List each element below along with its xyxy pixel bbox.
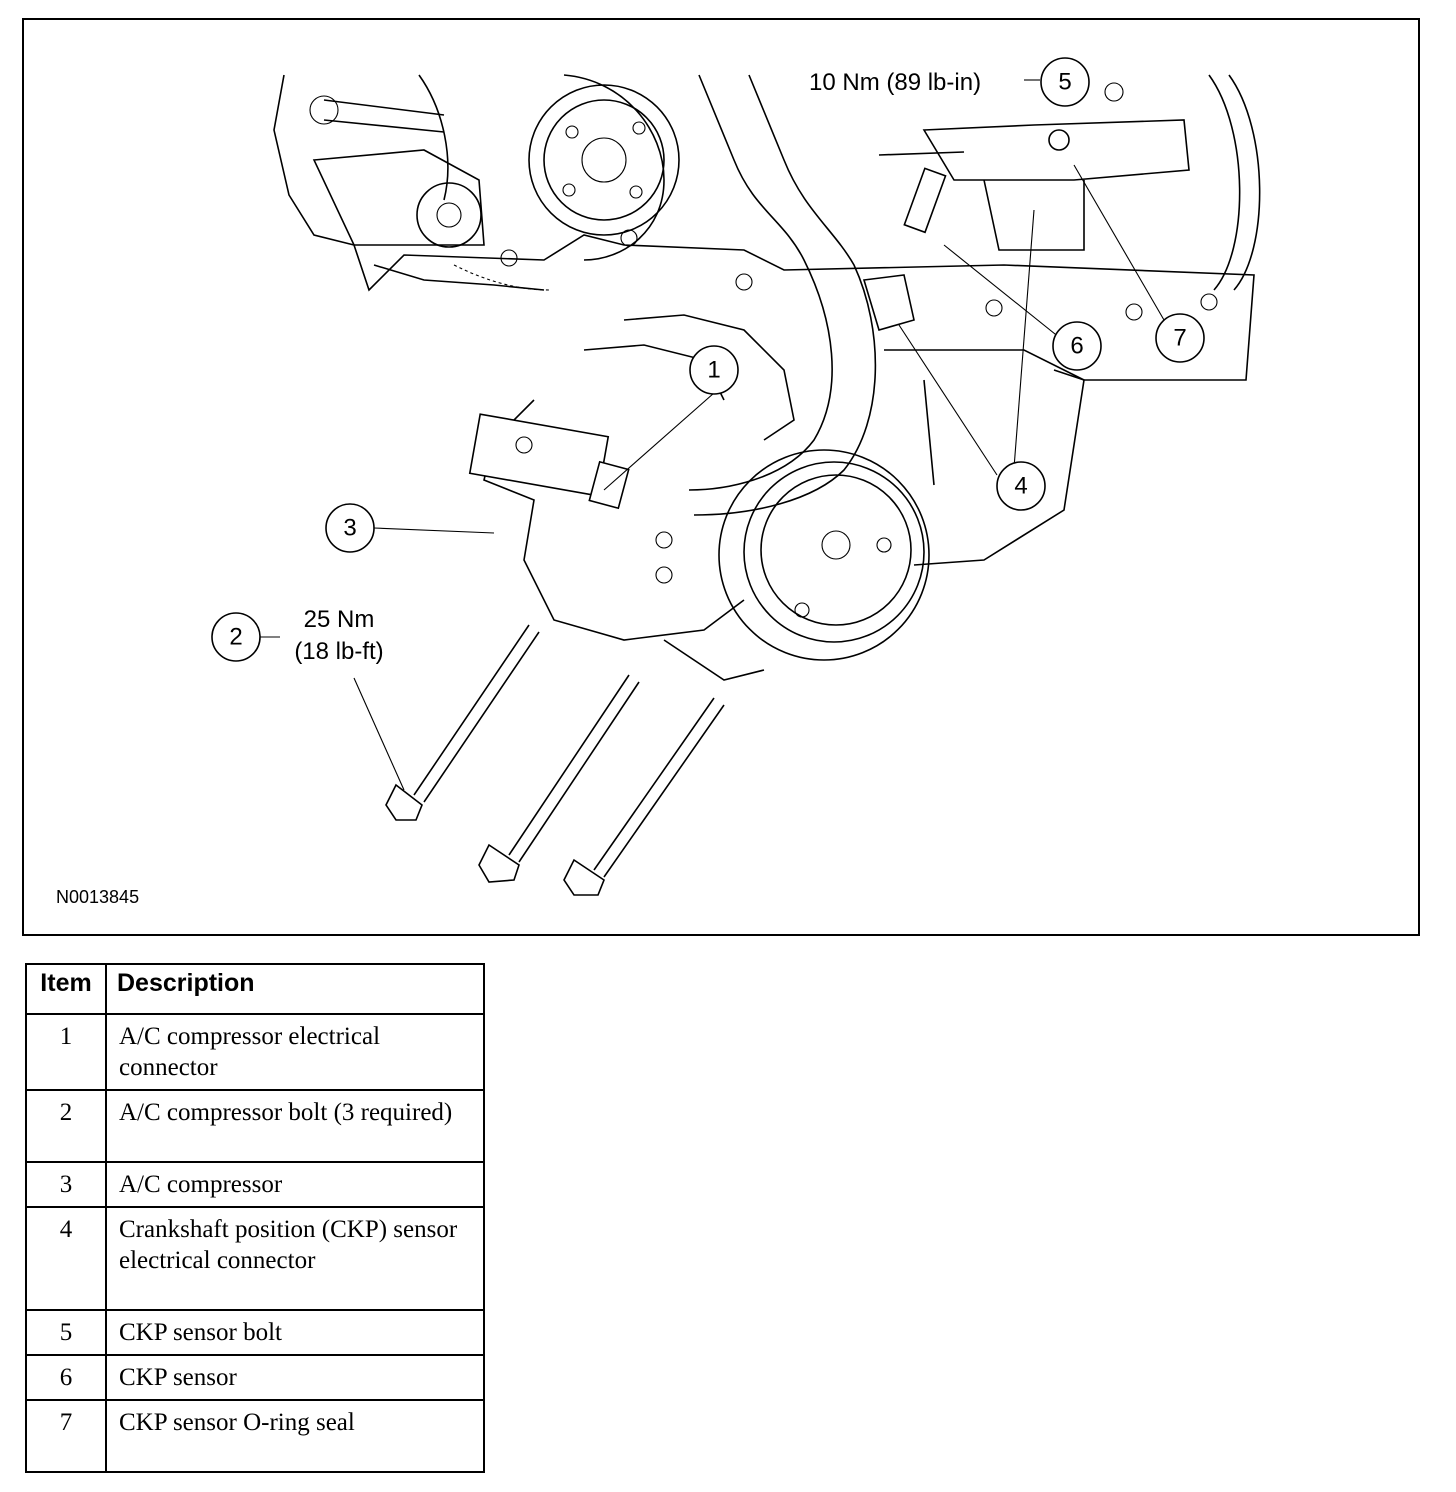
callout-6: 6 — [1052, 321, 1102, 371]
row-item: 4 — [25, 1206, 107, 1311]
exploded-view-figure: 1 2 25 Nm (18 lb-ft) 3 4 5 10 Nm (89 lb-… — [22, 18, 1420, 936]
table-row: 5 CKP sensor bolt — [25, 1309, 485, 1356]
row-description: A/C compressor — [105, 1161, 485, 1208]
engine-block-linework — [273, 74, 1261, 896]
engine-illustration: 1 2 25 Nm (18 lb-ft) 3 4 5 10 Nm (89 lb-… — [56, 57, 1261, 907]
row-description: CKP sensor O-ring seal — [105, 1399, 485, 1473]
table-header-row: Item Description — [25, 963, 485, 1015]
callout-2-torque-lbft: (18 lb-ft) — [294, 638, 383, 665]
row-description: CKP sensor bolt — [105, 1309, 485, 1356]
row-item: 2 — [25, 1089, 107, 1163]
figure-id: N0013845 — [56, 887, 139, 907]
callout-3: 3 — [325, 503, 375, 553]
callout-3-number: 3 — [343, 515, 356, 542]
callout-5-number: 5 — [1058, 69, 1071, 96]
callout-4: 4 — [996, 461, 1046, 511]
callout-7-number: 7 — [1173, 325, 1186, 352]
callout-6-number: 6 — [1070, 333, 1083, 360]
callout-2-number: 2 — [229, 624, 242, 651]
row-item: 3 — [25, 1161, 107, 1208]
header-item: Item — [25, 963, 107, 1015]
callout-7: 7 — [1155, 313, 1205, 363]
row-item: 7 — [25, 1399, 107, 1473]
row-description: Crankshaft position (CKP) sensor electri… — [105, 1206, 485, 1311]
callout-4-number: 4 — [1014, 473, 1027, 500]
row-item: 6 — [25, 1354, 107, 1401]
row-description: A/C compressor bolt (3 required) — [105, 1089, 485, 1163]
row-item: 5 — [25, 1309, 107, 1356]
callout-5: 5 10 Nm (89 lb-in) — [809, 57, 1090, 107]
callout-5-torque: 10 Nm (89 lb-in) — [809, 69, 981, 96]
callout-1: 1 — [689, 345, 739, 395]
callout-2-torque-nm: 25 Nm — [304, 606, 375, 633]
row-item: 1 — [25, 1013, 107, 1091]
table-row: 4 Crankshaft position (CKP) sensor elect… — [25, 1206, 485, 1311]
table-row: 2 A/C compressor bolt (3 required) — [25, 1089, 485, 1163]
header-description: Description — [105, 963, 485, 1015]
table-row: 7 CKP sensor O-ring seal — [25, 1399, 485, 1473]
row-description: A/C compressor electrical connector — [105, 1013, 485, 1091]
table-row: 1 A/C compressor electrical connector — [25, 1013, 485, 1091]
callout-2: 2 25 Nm (18 lb-ft) — [211, 606, 384, 665]
table-row: 6 CKP sensor — [25, 1354, 485, 1401]
table-row: 3 A/C compressor — [25, 1161, 485, 1208]
callout-1-number: 1 — [707, 357, 720, 384]
leader-lines — [260, 79, 1165, 791]
legend-table: Item Description 1 A/C compressor electr… — [25, 963, 485, 1473]
row-description: CKP sensor — [105, 1354, 485, 1401]
